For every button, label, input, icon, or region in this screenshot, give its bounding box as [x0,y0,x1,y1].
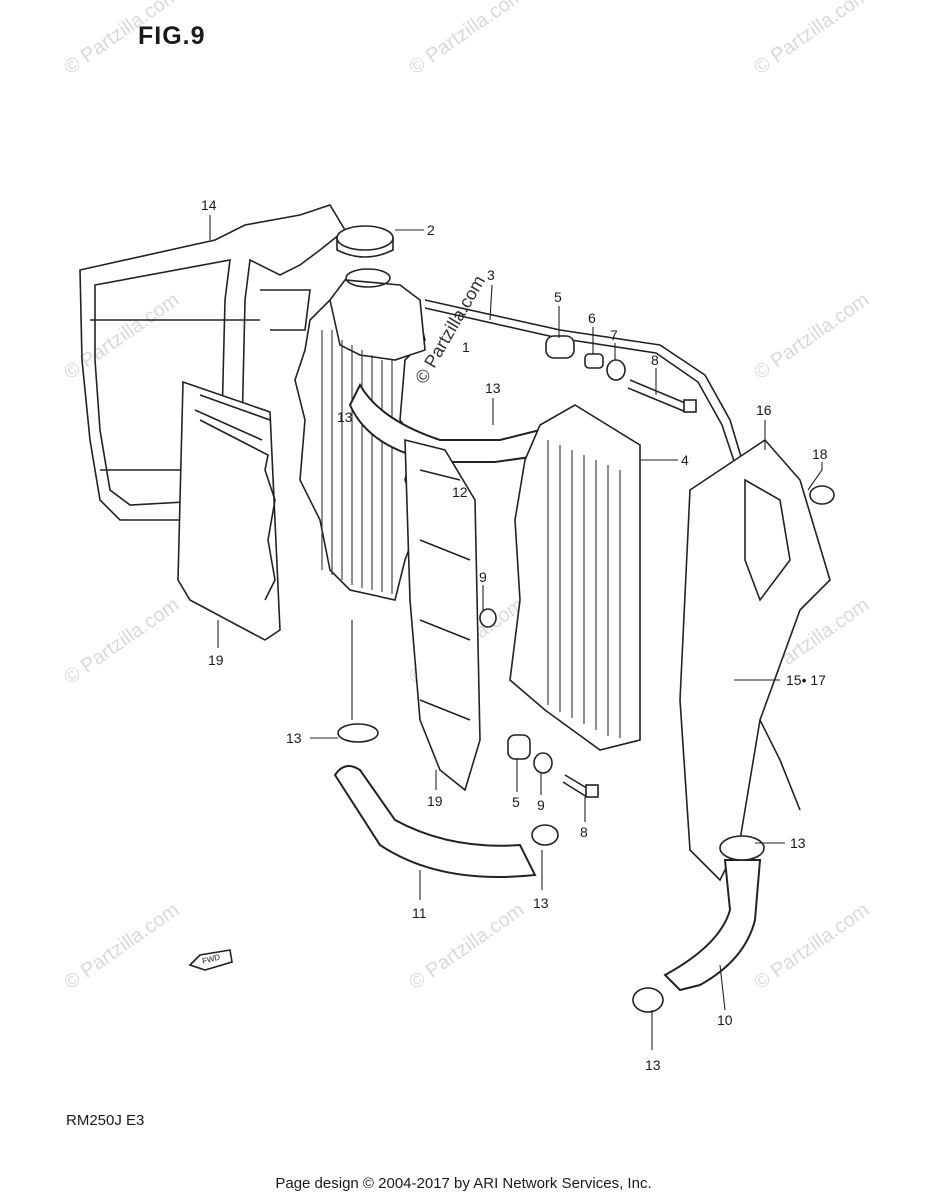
callout-9: 9 [537,797,545,813]
callout-13: 13 [286,730,302,746]
watermark: © Partzilla.com [60,899,183,994]
callout-5: 5 [512,794,520,810]
callout-10: 10 [717,1012,733,1028]
figure-title: FIG.9 [138,22,206,50]
hardware-lower [507,734,599,798]
callout-13: 13 [533,895,549,911]
callout-13: 13 [645,1057,661,1073]
callout-9: 9 [479,569,487,585]
watermark: © Partzilla.com [405,0,528,79]
watermark: © Partzilla.com [750,289,873,384]
callout-16: 16 [756,402,772,418]
callout-11: 11 [412,905,427,921]
callout-14: 14 [201,197,217,213]
watermark: © Partzilla.com [750,0,873,79]
callout-8: 8 [651,352,659,368]
radiator-louver-left [177,380,281,641]
callout-12: 12 [452,484,468,500]
callout-13: 13 [337,409,353,425]
callout-labels: 14 2 3 5 6 7 8 13 13 1 12 4 16 18 9 15• … [201,197,828,1073]
watermark: © Partzilla.com [750,899,873,994]
radiator-left [294,279,426,601]
hardware-upper [479,335,697,628]
radiator-cap [336,225,394,288]
watermark: © Partzilla.com [60,0,183,79]
page-footer: Page design © 2004-2017 by ARI Network S… [275,1175,652,1192]
leader-lines [209,215,823,1050]
callout-15-17: 15• 17 [786,672,826,688]
watermark: © Partzilla.com [60,594,183,689]
lower-hose [333,765,537,878]
watermark: © Partzilla.com [60,289,183,384]
radiator-shroud-right [679,438,835,882]
radiator-louver-center [404,438,481,792]
callout-5: 5 [554,289,562,305]
callout-3: 3 [487,267,495,283]
callout-1: 1 [462,339,470,355]
radiator-right [509,404,641,751]
callout-7: 7 [610,327,618,343]
callout-6: 6 [588,310,596,326]
callout-13: 13 [485,380,501,396]
callout-8: 8 [580,824,588,840]
fwd-arrow-icon: FWD [188,949,233,971]
callout-19: 19 [208,652,224,668]
model-code: RM250J E3 [66,1112,145,1129]
breather-tube [424,299,746,471]
callout-19: 19 [427,793,443,809]
callout-2: 2 [427,222,435,238]
callout-18: 18 [812,446,828,462]
radiator-hose-right [663,859,762,992]
callout-4: 4 [681,452,689,468]
callout-13: 13 [790,835,806,851]
